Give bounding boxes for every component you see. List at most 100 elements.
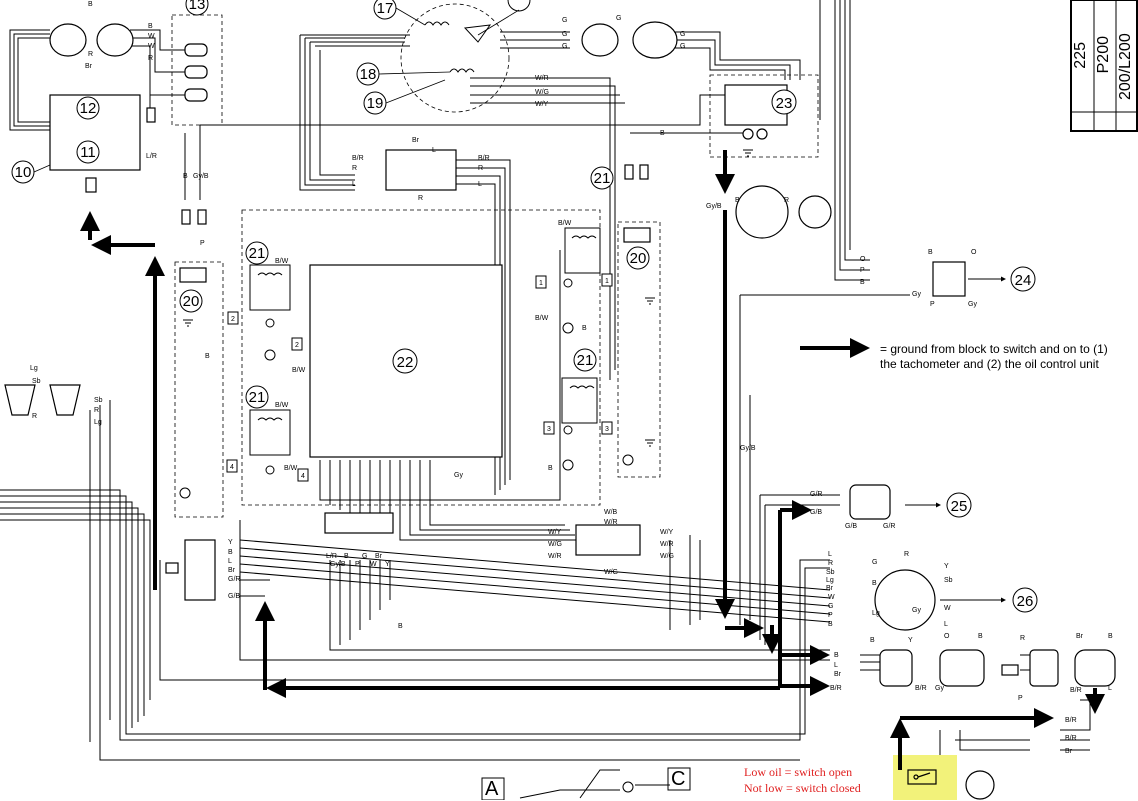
wire-label: P: [860, 267, 865, 274]
wire-label: W: [944, 605, 951, 612]
wire-label: W/G: [660, 553, 674, 560]
wire-label: W/R: [548, 553, 562, 560]
wire-label: B: [870, 637, 875, 644]
wire-label: G: [828, 603, 833, 610]
wire-label: O: [971, 249, 977, 256]
wire-label: B: [828, 621, 833, 628]
callout-circles: [11, 0, 1038, 613]
model-col-225: 225: [1072, 42, 1089, 69]
wire-label: B/R: [1065, 717, 1077, 724]
wire-label: W/G: [604, 569, 618, 576]
wire-label: G: [562, 17, 567, 24]
box-4b: 4: [301, 473, 305, 480]
wire-label: P: [355, 561, 360, 568]
wire-labels: B B W W R Br R L/R B Gy/B P G G G G G G …: [30, 1, 1113, 755]
wire-label: B: [834, 652, 839, 659]
wire-label: W/R: [660, 541, 674, 548]
ground-symbols: [179, 149, 753, 499]
wire-label: B/R: [915, 685, 927, 692]
wire-label: R: [94, 407, 99, 414]
wire-label: G: [872, 559, 877, 566]
wire-label: P: [930, 301, 935, 308]
wire-label: Y: [908, 637, 913, 644]
wire-label: Gy: [454, 472, 463, 479]
callout-25: 25: [951, 498, 968, 515]
oil-switch-annotation: Low oil = switch open Not low = switch c…: [744, 764, 861, 796]
wire-label: B/W: [535, 315, 549, 322]
box-a: [481, 777, 505, 800]
wire-label: R: [784, 197, 789, 204]
wire-label: P: [828, 612, 833, 619]
wire-label: B: [228, 549, 233, 556]
wire-label: R: [478, 165, 483, 172]
wire-label: Br: [412, 137, 420, 144]
legend-text: = ground from block to switch and on to …: [880, 342, 1108, 371]
callout-19: 19: [367, 95, 384, 112]
wire-label: B: [928, 249, 933, 256]
wire-label: G: [562, 31, 567, 38]
wire-label: L: [432, 147, 436, 154]
wire-label: Lg: [872, 610, 880, 617]
callout-20b: 20: [630, 250, 647, 267]
box-c: [667, 767, 691, 791]
callout-21a: 21: [249, 245, 266, 262]
wire-label: R: [828, 560, 833, 567]
callout-12: 12: [80, 100, 97, 117]
dashed-enclosures: [171, 3, 819, 518]
numbered-boxes: [226, 273, 613, 482]
wire-label: B: [183, 173, 188, 180]
callout-22: 22: [397, 354, 414, 371]
wire-label: B: [582, 325, 587, 332]
annotation-line-2: Not low = switch closed: [744, 781, 861, 795]
wire-label: Br: [375, 553, 383, 560]
box-1b: 1: [605, 278, 609, 285]
callout-24: 24: [1015, 272, 1032, 289]
wire-label: L: [352, 181, 356, 188]
wire-label: W/Y: [535, 101, 549, 108]
wire-label: R: [88, 51, 93, 58]
wire-label: B: [88, 1, 93, 8]
wire-label: G: [616, 15, 621, 22]
wire-label: B: [148, 23, 153, 30]
ref-arrows: [905, 276, 1006, 603]
wire-label: B/W: [284, 465, 298, 472]
wire-label: B: [1108, 633, 1113, 640]
wire-label: L/R: [326, 553, 337, 560]
model-table-grid: [1070, 0, 1138, 132]
label-c: C: [671, 768, 686, 790]
wire-label: W/G: [548, 541, 562, 548]
wire-label: L: [1108, 685, 1112, 692]
wire-label: Gy/B: [193, 173, 209, 180]
label-a: A: [485, 778, 499, 800]
wire-label: R: [352, 165, 357, 172]
wire-label: W: [370, 561, 377, 568]
callout-23: 23: [776, 95, 793, 112]
wire-label: P: [200, 240, 205, 247]
wire-label: W/G: [535, 89, 549, 96]
wire-label: R: [32, 413, 37, 420]
callout-10: 10: [15, 164, 32, 181]
callout-20a: 20: [183, 293, 200, 310]
wire-label: Br: [1076, 633, 1084, 640]
box-1a: 1: [539, 280, 543, 287]
wire-label: B: [872, 580, 877, 587]
wire-label: Br: [826, 585, 834, 592]
wire-label: B: [548, 465, 553, 472]
wire-label: G: [362, 553, 367, 560]
callout-21b: 21: [249, 389, 266, 406]
wire-label: R: [904, 551, 909, 558]
wire-label: Gy: [912, 607, 921, 614]
wire-label: W: [148, 43, 155, 50]
wire-label: B: [398, 623, 403, 630]
wire-label: Br: [1065, 748, 1073, 755]
wire-label: Br: [85, 63, 93, 70]
ground-path-arrows: [80, 150, 1105, 770]
wire-label: W/Y: [660, 529, 674, 536]
wire-label: L: [834, 662, 838, 669]
wire-label: Sb: [826, 569, 835, 576]
leader-lines: [33, 7, 520, 173]
wire-label: L/R: [146, 153, 157, 160]
box-3b: 3: [605, 426, 609, 433]
wire-label: Lg: [94, 419, 102, 426]
wire-label: G/B: [810, 509, 822, 516]
